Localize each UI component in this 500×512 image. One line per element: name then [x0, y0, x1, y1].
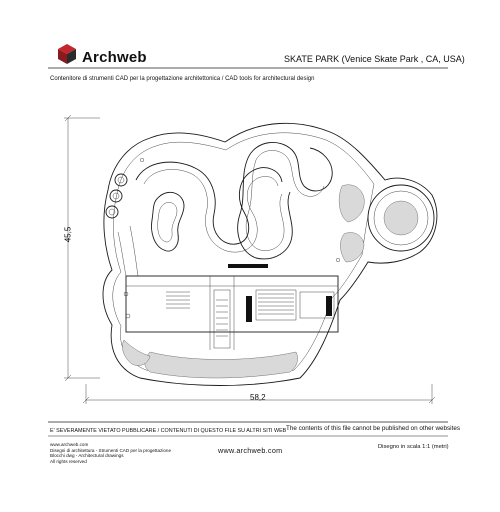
- drawing-subtitle: Contenitore di strumenti CAD per la prog…: [50, 76, 315, 82]
- width-dimension-label: 58,2: [250, 393, 266, 402]
- snake-run-outer: [135, 161, 283, 245]
- ledge-segment: [228, 264, 268, 268]
- wall-segment-east: [326, 296, 332, 316]
- snake-run-inner: [143, 169, 279, 253]
- footer-site-link[interactable]: www.archweb.com: [218, 446, 283, 455]
- rights-notice: The contents of this file cannot be publ…: [286, 425, 460, 432]
- stairs-center: [258, 293, 294, 315]
- stairs-south: [216, 299, 228, 337]
- kidney-bowl-west: [151, 192, 185, 252]
- footer-line: Blocchi dwg - Architectural drawings: [50, 453, 124, 459]
- planter-south-west: [122, 339, 151, 366]
- copyright-warning: E' SEVERAMENTE VIETATO PUBBLICARE / CONT…: [50, 428, 287, 434]
- archweb-cube-logo-icon: [58, 44, 76, 64]
- brand-name: Archweb: [82, 49, 147, 66]
- mini-bowl-1: [114, 173, 128, 187]
- east-bowl-outer: [367, 184, 435, 252]
- stairs-west: [166, 291, 190, 309]
- footer-credits: www.archweb.com Disegni di architettura …: [50, 442, 171, 464]
- wall-segment: [246, 296, 252, 322]
- east-bowl-rim: [373, 190, 429, 246]
- planter-north-east: [338, 184, 365, 223]
- park-inner-boundary: [112, 132, 375, 378]
- drawing-title: SKATE PARK (Venice Skate Park , CA, USA): [284, 54, 465, 64]
- height-dimension-line: [64, 114, 100, 382]
- scale-note: Disegno in scala 1:1 (metri): [378, 444, 449, 450]
- width-dimension-line: [82, 384, 436, 404]
- serpentine-course-inner: [245, 150, 325, 251]
- mini-bowl-3: [105, 205, 119, 219]
- planter-east: [340, 232, 365, 263]
- park-outer-boundary: [102, 122, 438, 386]
- street-course-plaza: [125, 275, 339, 350]
- height-dimension-label: 45,5: [63, 226, 73, 243]
- footer-line: www.archweb.com: [50, 442, 89, 447]
- footer-line: Disegni di architettura - Strumenti CAD …: [50, 447, 172, 453]
- footer-line: All rights reserved: [50, 458, 87, 464]
- west-ramp: [117, 225, 139, 277]
- planter-south: [144, 351, 298, 379]
- kidney-bowl-west-floor: [157, 202, 178, 243]
- skate-park-plan: [102, 122, 438, 386]
- east-bowl-floor: [383, 200, 419, 236]
- mini-bowl-2: [109, 189, 123, 203]
- serpentine-course-outer: [237, 142, 333, 260]
